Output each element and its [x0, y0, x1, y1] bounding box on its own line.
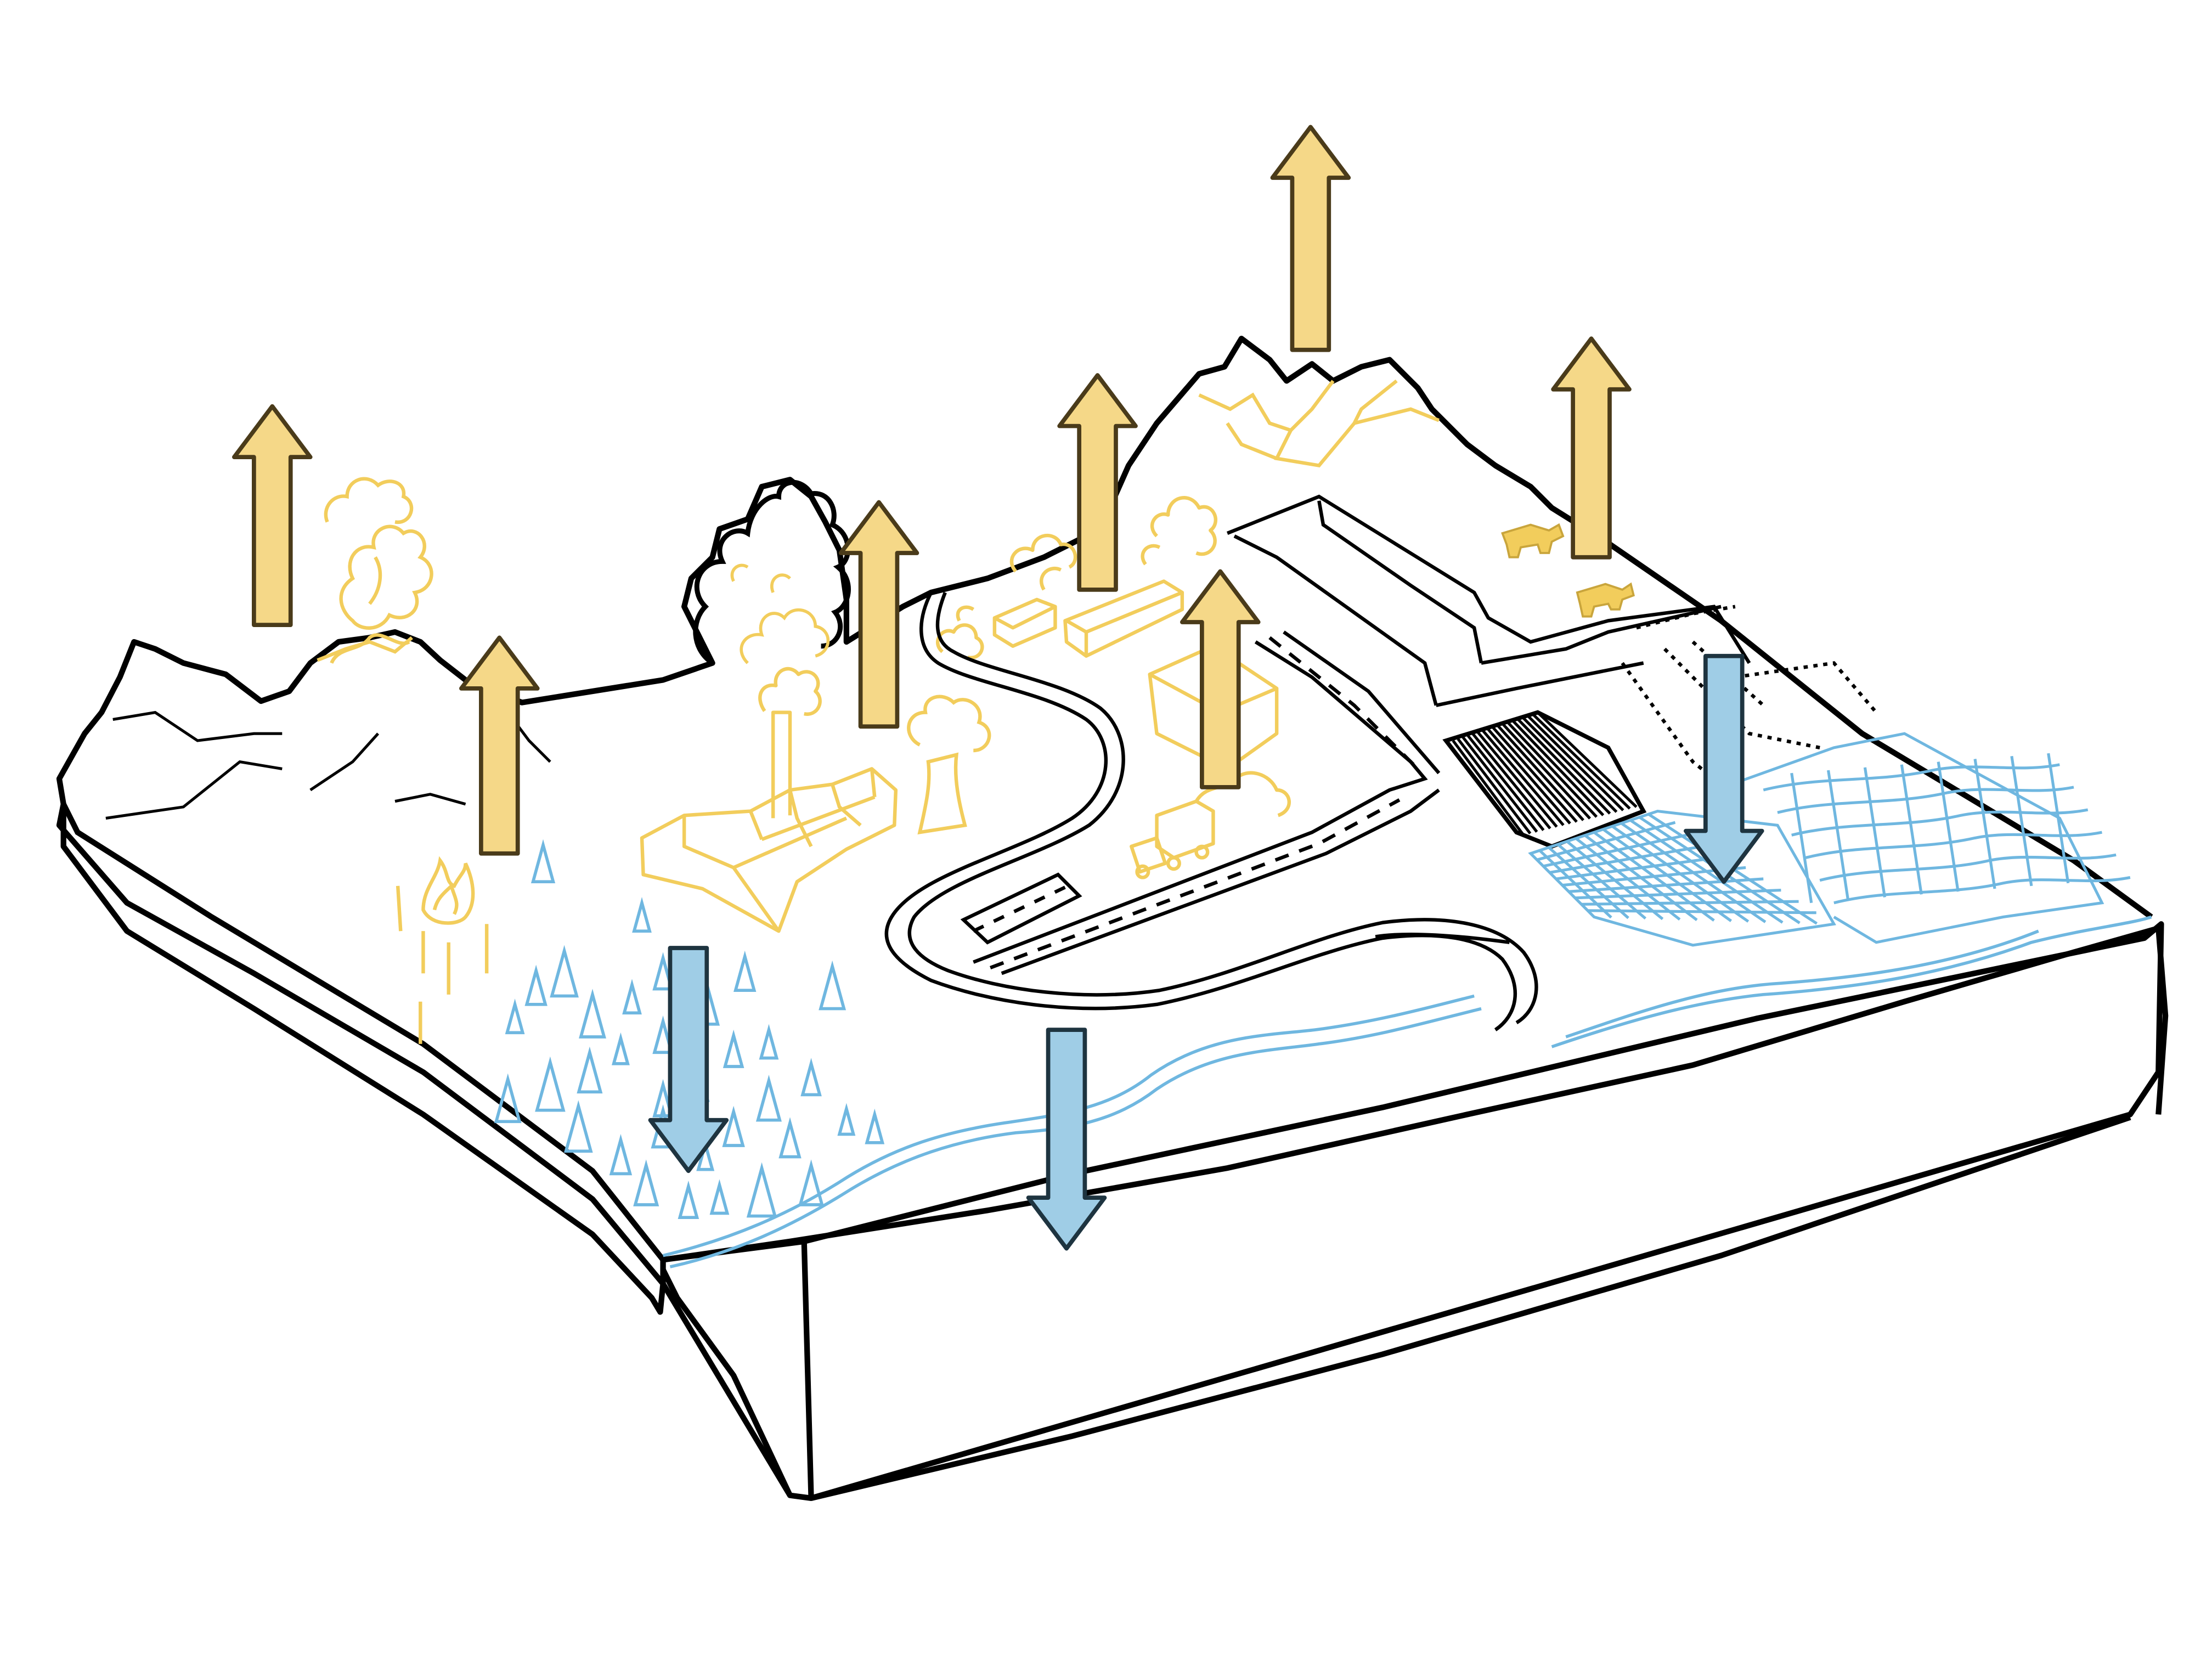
absorption-down-arrow-icon: [648, 946, 729, 1173]
forest-tree-icon: [632, 897, 652, 933]
landscape-block: [56, 336, 2169, 1502]
forest-tree-icon: [563, 1100, 593, 1153]
forest-tree-icon: [746, 1162, 777, 1218]
truck-icon: [1130, 771, 1291, 879]
block-front-top-edge: [662, 926, 2159, 1263]
forest-tree-icon: [755, 1075, 782, 1122]
plowed-field-icon: [1442, 710, 1647, 849]
emission-arrows: [232, 125, 1632, 856]
emission-up-arrow-icon: [232, 404, 313, 628]
factory-icon: [640, 667, 898, 933]
left-cliff-edge: [61, 803, 665, 1262]
forest-tree-icon: [505, 998, 525, 1035]
forest-tree-icon: [652, 1015, 674, 1054]
forest-tree-icon: [652, 952, 674, 991]
cattle-icon: [1501, 523, 1635, 618]
forest-tree-icon: [800, 1058, 822, 1097]
forest-tree-icon: [579, 989, 606, 1039]
wetland-icon: [1528, 809, 1836, 947]
absorption-arrows: [648, 653, 1764, 1251]
solar-panel-icon: [1734, 732, 2131, 944]
forest-tree-icon: [722, 1105, 745, 1147]
forest-tree-icon: [759, 1024, 779, 1060]
block-right-vertical: [2155, 928, 2169, 1115]
forest-tree-icon: [494, 1073, 522, 1124]
forest-tree-icon: [622, 979, 642, 1015]
block-corner-edge: [660, 1268, 793, 1497]
tree-sketch-icon: [730, 563, 830, 664]
emission-up-arrow-icon: [1180, 569, 1261, 789]
forest-tree-icon: [550, 945, 579, 998]
fields-icon: [1226, 494, 1878, 792]
emission-up-arrow-icon: [1551, 336, 1632, 560]
forest-tree-icon: [778, 1117, 802, 1159]
block-top-outline: [56, 336, 2153, 919]
forest-tree-icon: [535, 1056, 566, 1112]
forest-tree-icon: [723, 1029, 744, 1068]
absorption-down-arrow-icon: [1684, 653, 1764, 884]
emission-up-arrow-icon: [838, 500, 919, 729]
forest-tree-icon: [678, 1180, 699, 1219]
forest-tree-icon: [609, 1134, 633, 1176]
forest-tree-icon: [531, 839, 556, 883]
forest-tree-icon: [837, 1103, 856, 1136]
mountain-peaks-icon: [317, 379, 1440, 662]
forest-tree-icon: [733, 950, 757, 992]
block-left-face: [56, 801, 666, 1315]
block-bottom-edge: [801, 1114, 2131, 1501]
forest-tree-icon: [696, 1138, 715, 1171]
cooling-tower-icon: [907, 695, 991, 835]
volcano-smoke-icon: [324, 477, 433, 664]
emission-up-arrow-icon: [459, 635, 540, 856]
forest-tree-icon: [633, 1159, 659, 1206]
emission-up-arrow-icon: [1057, 373, 1138, 592]
forest-tree-icon: [865, 1108, 885, 1144]
forest-tree-icon: [819, 960, 847, 1011]
tree-icon: [693, 479, 851, 665]
forest-tree-icon: [798, 1159, 825, 1206]
river-icon: [884, 591, 1538, 1031]
absorption-down-arrow-icon: [1026, 1028, 1107, 1251]
forest-tree-icon: [611, 1032, 630, 1065]
wildfire-icon: [396, 856, 489, 1044]
emission-up-arrow-icon: [1270, 125, 1351, 352]
forest-tree-icon: [709, 1179, 730, 1215]
forest-tree-icon: [577, 1046, 603, 1094]
forest-tree-icon: [524, 964, 548, 1006]
road-icon: [960, 630, 1441, 975]
